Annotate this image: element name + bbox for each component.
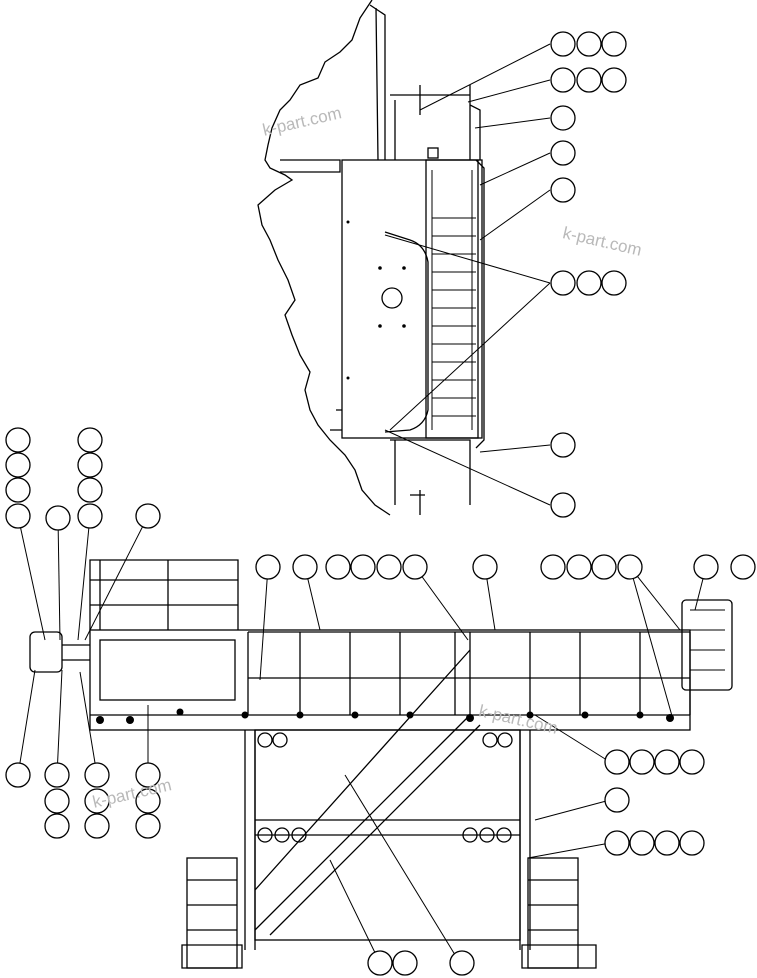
callout-bubbles xyxy=(5,31,756,976)
stairway xyxy=(254,649,481,936)
bottom-left-cage xyxy=(186,857,238,969)
handrail-top xyxy=(384,231,429,433)
upper-boom xyxy=(369,4,386,161)
deck-bolts xyxy=(96,708,674,724)
right-ladder-cage xyxy=(681,599,733,691)
front-view xyxy=(29,559,733,969)
guardrail-left xyxy=(89,559,239,630)
frame-holes xyxy=(257,732,513,843)
bottom-right-cage xyxy=(527,857,579,969)
top-view xyxy=(257,0,485,516)
center-hole xyxy=(381,287,403,309)
machine-break-line xyxy=(257,0,391,516)
platform-body xyxy=(341,159,483,439)
leader-lines xyxy=(17,43,707,964)
left-mirror xyxy=(29,631,63,673)
guardrail-main xyxy=(247,631,691,715)
ladder-steps xyxy=(431,170,476,430)
